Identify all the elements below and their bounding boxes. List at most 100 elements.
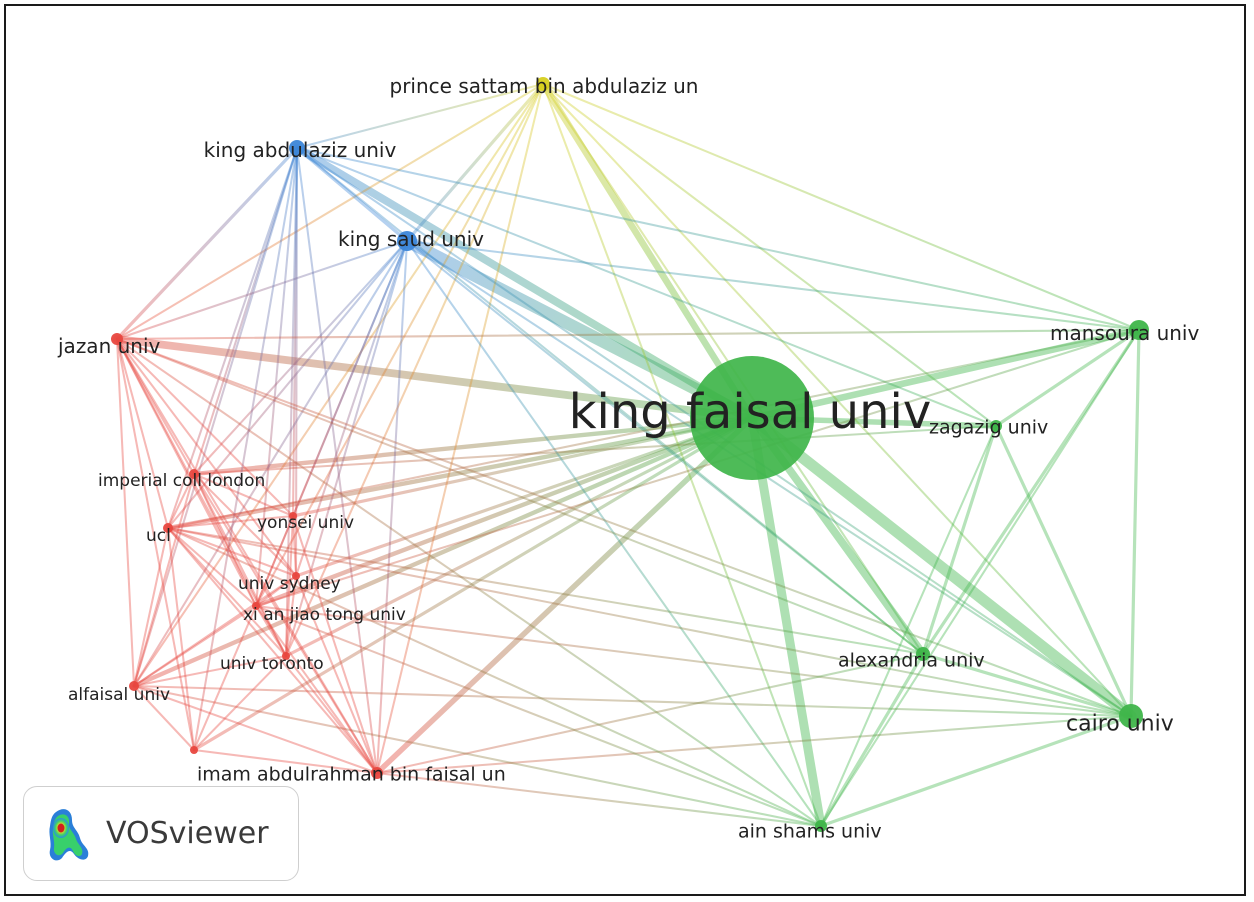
node-mansoura[interactable] bbox=[1129, 320, 1149, 340]
vosviewer-density-icon bbox=[49, 808, 89, 860]
link-kfu-alfaisal bbox=[131, 415, 755, 689]
link-toronto-extra_red bbox=[192, 654, 288, 752]
link-sydney-imam bbox=[294, 574, 379, 775]
node-alexandria[interactable] bbox=[916, 647, 930, 661]
node-xian[interactable] bbox=[252, 602, 260, 610]
node-ucl[interactable] bbox=[163, 523, 173, 533]
link-ucl-toronto bbox=[166, 526, 288, 658]
link-cairo-imam bbox=[375, 714, 1133, 775]
link-toronto-alfaisal bbox=[132, 654, 288, 688]
node-label-xian[interactable]: xi an jiao tong univ bbox=[243, 605, 406, 625]
link-imperial-xian bbox=[192, 472, 258, 608]
links-layer bbox=[113, 80, 1143, 831]
link-cairo-ucl bbox=[166, 526, 1133, 718]
node-label-zagazig[interactable]: zagazig univ bbox=[929, 417, 1048, 439]
link-ksu-toronto bbox=[284, 239, 409, 658]
link-alexandria-zagazig bbox=[921, 424, 998, 656]
link-psau-kau bbox=[295, 82, 545, 150]
link-ainshams-xian bbox=[254, 604, 823, 828]
link-alexandria-ucl bbox=[166, 526, 925, 656]
node-label-alfaisal[interactable]: alfaisal univ bbox=[68, 685, 170, 705]
link-jazan-extra_red bbox=[115, 337, 196, 752]
node-jazan[interactable] bbox=[111, 333, 123, 345]
link-toronto-imam bbox=[284, 654, 379, 775]
link-mansoura-cairo bbox=[1129, 328, 1141, 718]
link-jazan-cairo bbox=[115, 337, 1133, 718]
link-jazan-imam bbox=[115, 337, 379, 775]
link-sydney-xian bbox=[254, 574, 298, 608]
link-imperial-sydney bbox=[192, 472, 298, 578]
node-label-sydney[interactable]: univ sydney bbox=[238, 574, 341, 594]
link-xian-extra_red bbox=[192, 604, 258, 752]
link-cairo-ainshams bbox=[819, 714, 1133, 828]
node-label-cairo[interactable]: cairo univ bbox=[1066, 712, 1174, 737]
link-xian-alfaisal bbox=[132, 604, 258, 688]
node-label-jazan[interactable]: jazan univ bbox=[57, 334, 161, 358]
link-alfaisal-imam bbox=[132, 684, 379, 775]
link-xian-yonsei bbox=[254, 514, 295, 608]
link-psau-xian bbox=[254, 82, 545, 608]
node-label-toronto[interactable]: univ toronto bbox=[220, 654, 324, 674]
link-cairo-alexandria bbox=[921, 652, 1133, 718]
node-alfaisal[interactable] bbox=[129, 681, 139, 691]
node-ksu[interactable] bbox=[397, 231, 417, 251]
link-ucl-yonsei bbox=[166, 514, 295, 530]
node-zagazig[interactable] bbox=[990, 420, 1002, 432]
node-label-kfu[interactable]: king faisal univ bbox=[569, 384, 932, 440]
node-cairo[interactable] bbox=[1119, 704, 1143, 728]
network-canvas[interactable]: king faisal univ prince sattam bin abdula… bbox=[4, 4, 1246, 896]
link-psau-ksu bbox=[405, 82, 545, 243]
node-extra_red[interactable] bbox=[190, 746, 198, 754]
node-label-yonsei[interactable]: yonsei univ bbox=[257, 513, 354, 533]
link-jazan-ucl bbox=[115, 337, 170, 530]
node-psau[interactable] bbox=[536, 77, 550, 91]
link-psau-ainshams bbox=[541, 82, 823, 828]
link-cairo-xian bbox=[254, 604, 1133, 718]
link-kfu-extra_red bbox=[192, 416, 754, 752]
node-toronto[interactable] bbox=[282, 652, 290, 660]
node-label-psau[interactable]: prince sattam bin abdulaziz un bbox=[390, 74, 699, 98]
network-map[interactable]: king faisal univ prince sattam bin abdula… bbox=[6, 6, 1246, 896]
link-kau-alfaisal bbox=[132, 146, 299, 688]
link-kau-xian bbox=[254, 146, 299, 608]
node-kfu[interactable] bbox=[690, 356, 814, 480]
link-imperial-yonsei bbox=[192, 472, 295, 518]
link-ucl-xian bbox=[166, 526, 258, 608]
link-jazan-yonsei bbox=[115, 337, 295, 518]
link-kau-yonsei bbox=[291, 146, 299, 518]
node-label-mansoura[interactable]: mansoura univ bbox=[1050, 321, 1199, 345]
link-ainshams-ucl bbox=[166, 526, 823, 828]
node-label-ainshams[interactable]: ain shams univ bbox=[738, 821, 882, 843]
link-ksu-alexandria bbox=[405, 239, 925, 656]
link-psau-imam bbox=[375, 82, 545, 775]
node-ainshams[interactable] bbox=[815, 820, 827, 832]
link-ksu-alfaisal bbox=[132, 239, 409, 688]
link-ainshams-alfaisal bbox=[132, 684, 823, 828]
link-kau-jazan bbox=[115, 146, 299, 341]
link-imperial-imam bbox=[192, 472, 379, 775]
node-label-imperial[interactable]: imperial coll london bbox=[98, 471, 265, 491]
node-imperial[interactable] bbox=[189, 469, 199, 479]
link-kfu-mansoura bbox=[748, 326, 1143, 422]
vosviewer-logo: VOSviewer bbox=[23, 786, 299, 881]
link-kfu-ainshams bbox=[747, 413, 826, 831]
node-label-ucl[interactable]: ucl bbox=[146, 526, 171, 546]
link-jazan-imperial bbox=[115, 337, 196, 476]
node-kau[interactable] bbox=[289, 140, 305, 156]
node-label-imam[interactable]: imam abdulrahman bin faisal un bbox=[197, 764, 506, 786]
node-label-ksu[interactable]: king saud univ bbox=[338, 227, 484, 251]
link-cairo-zagazig bbox=[994, 424, 1133, 718]
link-ksu-yonsei bbox=[291, 239, 409, 518]
link-cairo-alfaisal bbox=[132, 684, 1133, 718]
link-xian-toronto bbox=[254, 604, 288, 658]
link-psau-jazan bbox=[115, 82, 545, 341]
link-kau-zagazig bbox=[295, 146, 998, 428]
node-label-kau[interactable]: king abdulaziz univ bbox=[204, 138, 397, 162]
node-sydney[interactable] bbox=[292, 572, 300, 580]
node-imam[interactable] bbox=[371, 767, 383, 779]
link-yonsei-imam bbox=[291, 514, 379, 775]
node-label-alexandria[interactable]: alexandria univ bbox=[838, 650, 985, 672]
node-yonsei[interactable] bbox=[289, 512, 297, 520]
link-jazan-sydney bbox=[115, 337, 298, 578]
link-ksu-imam bbox=[375, 239, 409, 775]
